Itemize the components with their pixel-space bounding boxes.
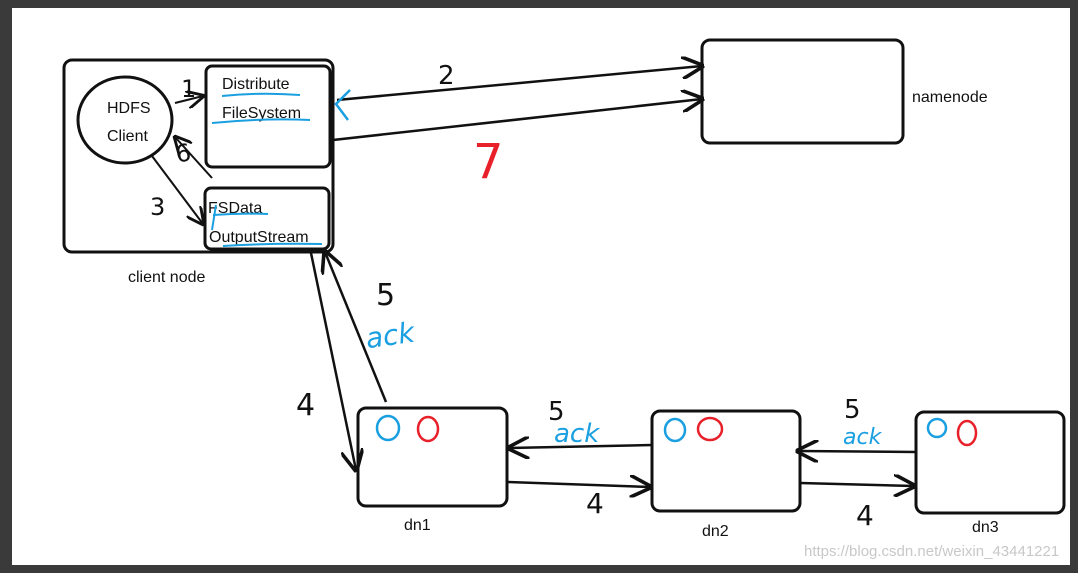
- client-node-box: [62, 58, 335, 254]
- fsdata-label-2: OutputStream: [209, 229, 309, 246]
- dn2-blue-packet: [663, 417, 687, 443]
- arrow-dn3-ack-to-dn2: [798, 451, 917, 452]
- blue-arrowhead-return: [334, 89, 351, 121]
- blue-bracket-fsdata: [211, 204, 217, 231]
- dn1-blue-packet: [375, 414, 401, 442]
- hdfs-client-label-2: Client: [107, 128, 148, 145]
- hdfs-client-label-1: HDFS: [107, 100, 151, 117]
- watermark: https://blog.csdn.net/weixin_43441221: [804, 543, 1059, 560]
- hdfs-client-node: [76, 75, 174, 165]
- dn3-write-step: 4: [856, 499, 874, 532]
- dn1-ack-word: ack: [364, 315, 419, 355]
- client-node-label: client node: [128, 269, 205, 286]
- arrow-client-to-distribute: [174, 96, 203, 103]
- arrow-client-to-fsdata: [151, 155, 203, 224]
- dn2-label: dn2: [702, 523, 729, 540]
- dn3-label: dn3: [972, 519, 999, 536]
- step-6-mark: 6: [173, 138, 193, 168]
- dn1-ack-step: 5: [376, 278, 395, 313]
- arrow-to-namenode-7: [332, 99, 702, 142]
- step-7-mark: 7: [473, 134, 504, 190]
- step-2-mark: 2: [438, 61, 455, 91]
- dn3-red-packet: [956, 419, 978, 447]
- dn3-ack-word: ack: [843, 425, 883, 450]
- distribute-label-1: Distribute: [222, 76, 290, 93]
- dn2-ack-step: 5: [548, 397, 565, 427]
- underline-filesystem: [211, 118, 311, 124]
- namenode-label: namenode: [912, 89, 988, 106]
- dn2-ack-word: ack: [554, 419, 600, 449]
- distribute-label-2: FileSystem: [222, 105, 301, 122]
- step-1-mark: 1: [181, 75, 196, 103]
- underline-outputstream: [222, 242, 323, 247]
- arrow-dn2-ack-to-dn1: [509, 445, 653, 448]
- dn3-box: [914, 410, 1066, 515]
- arrow-dn1-to-dn2: [506, 482, 650, 487]
- underline-fsdata: [212, 212, 269, 216]
- dn2-red-packet: [696, 416, 724, 442]
- arrow-to-namenode-2: [336, 66, 702, 102]
- dn1-label: dn1: [404, 517, 431, 534]
- dn3-blue-packet: [926, 417, 948, 439]
- dn2-write-step: 4: [586, 487, 604, 520]
- dn1-red-packet: [416, 415, 440, 443]
- arrow-dn1-ack-to-fsdata: [325, 252, 388, 403]
- step-4-mark-client: 4: [296, 388, 315, 423]
- step-3-mark: 3: [150, 193, 165, 221]
- arrow-fsdata-to-dn1: [309, 252, 356, 470]
- dn3-ack-step: 5: [844, 395, 861, 425]
- arrow-distribute-to-client: [175, 137, 213, 179]
- underline-distribute: [221, 92, 301, 97]
- distribute-filesystem-box: [204, 64, 332, 169]
- arrow-dn2-to-dn3: [799, 483, 914, 486]
